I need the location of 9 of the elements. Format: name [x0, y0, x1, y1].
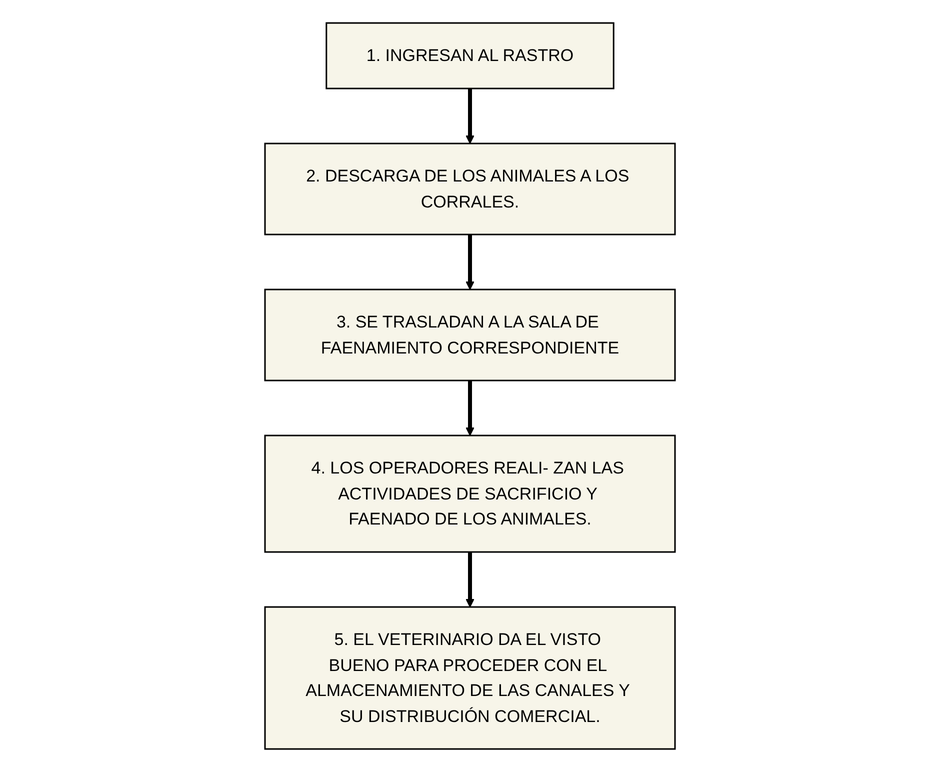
node-box: 3. SE TRASLADAN A LA SALA DE FAENAMIENTO CORRESPONDIENTE — [264, 288, 676, 382]
arrow — [465, 88, 474, 144]
node-box: 4. LOS OPERADORES REALI- ZAN LAS ACTIVIDADES DE SACRIFICIO Y FAENADO DE LOS ANIMALES. — [264, 434, 676, 553]
node-box: 2. DESCARGA DE LOS ANIMALES A LOS CORRALES. — [264, 142, 676, 236]
arrow — [465, 234, 474, 290]
arrow — [465, 380, 474, 436]
node-box: 5. EL VETERINARIO DA EL VISTO BUENO PARA PROCEDER CON EL ALMACENAMIENTO DE LAS CANALES Y SU DISTRIBUCIÓN COMERCIAL. — [264, 606, 676, 750]
node-box: 1. INGRESAN AL RASTRO — [325, 22, 614, 90]
arrow — [465, 552, 474, 608]
